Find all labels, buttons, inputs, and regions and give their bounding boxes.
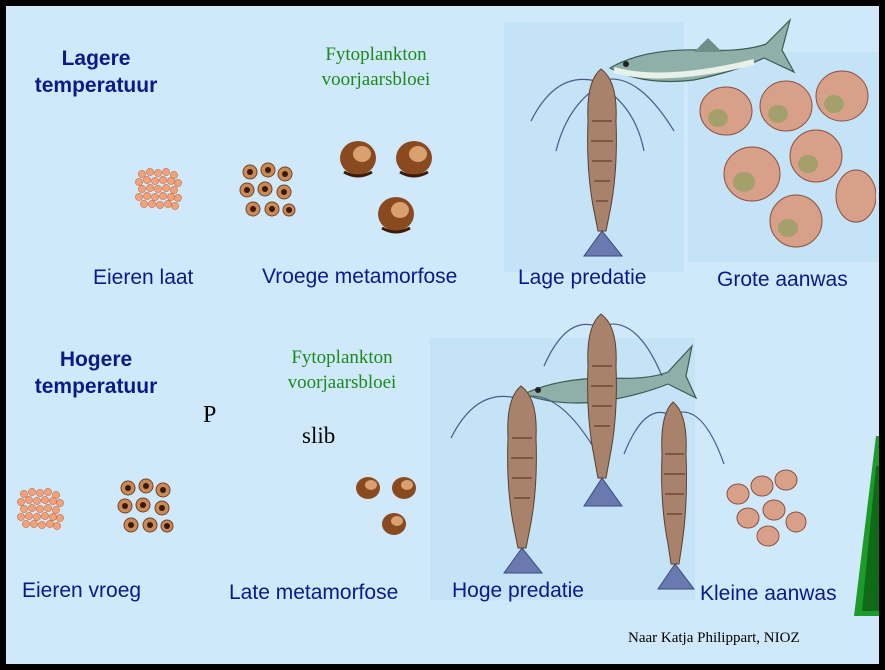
larvae-image <box>116 478 176 538</box>
stage-label-early-metamorphosis: Vroege metamorfose <box>262 265 457 289</box>
phyto-line-2: voorjaarsbloei <box>262 370 422 395</box>
stage-label-eggs-early: Eieren vroeg <box>22 579 141 603</box>
juvenile-shells-image <box>352 474 422 540</box>
condition-label-lower-temp: Lagere temperatuur <box>16 45 176 99</box>
condition-line-2: temperatuur <box>16 373 176 400</box>
stage-label-large-recruitment: Grote aanwas <box>717 268 848 292</box>
phytoplankton-label-bottom: Fytoplankton voorjaarsbloei <box>262 345 422 395</box>
adult-clams-image <box>722 466 812 552</box>
phyto-line-1: Fytoplankton <box>296 42 456 67</box>
credit-text: Naar Katja Philippart, NIOZ <box>628 630 800 647</box>
stage-label-late-metamorphosis: Late metamorfose <box>229 581 398 605</box>
shrimp-image <box>618 394 728 594</box>
slide: Lagere temperatuur Fytoplankton voorjaar… <box>6 6 879 664</box>
eggs-cluster-image <box>134 166 184 212</box>
condition-label-higher-temp: Hogere temperatuur <box>16 346 176 400</box>
stage-label-low-predation: Lage predatie <box>518 266 646 290</box>
condition-line-1: Hogere <box>16 346 176 373</box>
phytoplankton-label-top: Fytoplankton voorjaarsbloei <box>296 42 456 92</box>
phyto-line-2: voorjaarsbloei <box>296 67 456 92</box>
stage-label-eggs-late: Eieren laat <box>93 266 193 290</box>
shrimp-image <box>526 61 676 261</box>
condition-line-1: Lagere <box>16 45 176 72</box>
condition-line-2: temperatuur <box>16 72 176 99</box>
eggs-cluster-image <box>16 486 66 532</box>
p-label: P <box>203 402 216 429</box>
arrow-shape <box>854 436 879 616</box>
stage-label-high-predation: Hoge predatie <box>452 579 584 603</box>
juvenile-shells-image <box>332 136 442 246</box>
stage-label-small-recruitment: Kleine aanwas <box>700 582 837 606</box>
larvae-image <box>238 162 298 222</box>
phyto-line-1: Fytoplankton <box>262 345 422 370</box>
mud-label: slib <box>302 423 335 449</box>
adult-clams-image <box>696 56 876 256</box>
